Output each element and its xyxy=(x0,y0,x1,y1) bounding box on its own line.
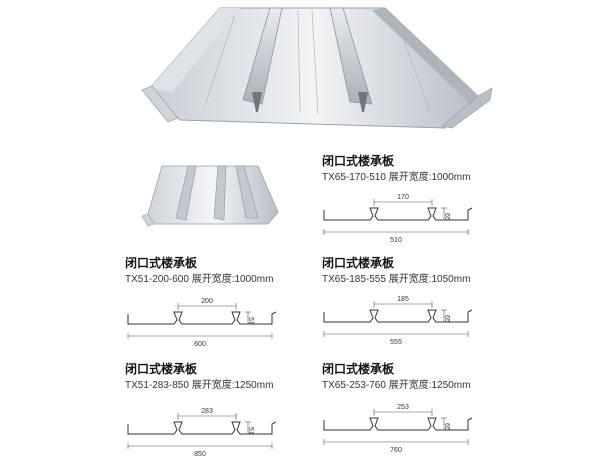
pitch-label: 283 xyxy=(201,408,213,415)
height-label: 51 xyxy=(247,317,254,325)
height-dimension xyxy=(441,309,447,323)
width-value: 1250mm xyxy=(234,380,274,391)
pitch-label: 200 xyxy=(201,298,213,305)
product-spec: TX65-253-760 展开宽度:1250mm xyxy=(322,376,470,391)
height-dimension xyxy=(245,421,251,435)
profile-drawing: 170 65 510 xyxy=(323,194,473,244)
pitch-dimension xyxy=(177,413,237,420)
cover-label: 510 xyxy=(390,237,402,244)
width-value: 1250mm xyxy=(431,380,471,391)
pitch-label: 185 xyxy=(397,296,409,303)
product-spec: TX51-200-600 展开宽度:1000mm xyxy=(125,270,273,285)
width-label: 展开宽度: xyxy=(191,274,235,285)
width-label: 展开宽度: xyxy=(191,380,235,391)
product-spec: TX65-170-510 展开宽度:1000mm xyxy=(322,168,470,183)
product-model: TX51-200-600 xyxy=(125,274,189,285)
profile-drawing: 253 65 760 xyxy=(323,404,473,454)
pitch-dimension xyxy=(373,301,433,308)
width-label: 展开宽度: xyxy=(388,172,432,183)
cover-label: 760 xyxy=(390,447,402,454)
pitch-dimension xyxy=(177,303,237,310)
cover-dimension xyxy=(127,333,273,339)
product-title: 闭口式楼承板 xyxy=(322,154,395,168)
product-model: TX65-253-760 xyxy=(322,380,386,391)
product-spec: TX65-185-555 展开宽度:1050mm xyxy=(322,270,470,285)
cover-label: 555 xyxy=(390,339,402,346)
height-dimension xyxy=(441,207,447,221)
profile-drawing: 185 65 555 xyxy=(323,296,473,346)
height-dimension xyxy=(245,311,251,325)
product-model: TX65-185-555 xyxy=(322,274,386,285)
product-title: 闭口式楼承板 xyxy=(322,256,395,270)
steel-deck-small-photo xyxy=(141,165,279,227)
cover-dimension xyxy=(323,229,469,235)
cover-dimension xyxy=(127,443,273,449)
profile-drawing: 200 51 600 xyxy=(127,298,277,348)
cover-label: 600 xyxy=(194,341,206,348)
height-label: 51 xyxy=(247,427,254,435)
cover-dimension xyxy=(323,331,469,337)
product-model: TX65-170-510 xyxy=(322,172,386,183)
cover-label: 850 xyxy=(194,451,206,458)
pitch-dimension xyxy=(373,199,433,206)
product-model: TX51-283-850 xyxy=(125,380,189,391)
height-label: 65 xyxy=(443,213,450,221)
pitch-label: 170 xyxy=(397,194,409,201)
pitch-dimension xyxy=(373,409,433,416)
height-label: 65 xyxy=(443,423,450,431)
product-spec: TX51-283-850 展开宽度:1250mm xyxy=(125,376,273,391)
pitch-label: 253 xyxy=(397,404,409,411)
width-label: 展开宽度: xyxy=(388,274,432,285)
height-dimension xyxy=(441,417,447,431)
width-value: 1050mm xyxy=(431,274,471,285)
product-title: 闭口式楼承板 xyxy=(125,256,198,270)
width-value: 1000mm xyxy=(234,274,274,285)
width-label: 展开宽度: xyxy=(388,380,432,391)
product-title: 闭口式楼承板 xyxy=(322,362,395,376)
steel-deck-panel-photo xyxy=(141,7,493,129)
width-value: 1000mm xyxy=(431,172,471,183)
product-title: 闭口式楼承板 xyxy=(125,362,198,376)
profile-drawing: 283 51 850 xyxy=(127,408,277,458)
cover-dimension xyxy=(323,439,469,445)
height-label: 65 xyxy=(443,315,450,323)
